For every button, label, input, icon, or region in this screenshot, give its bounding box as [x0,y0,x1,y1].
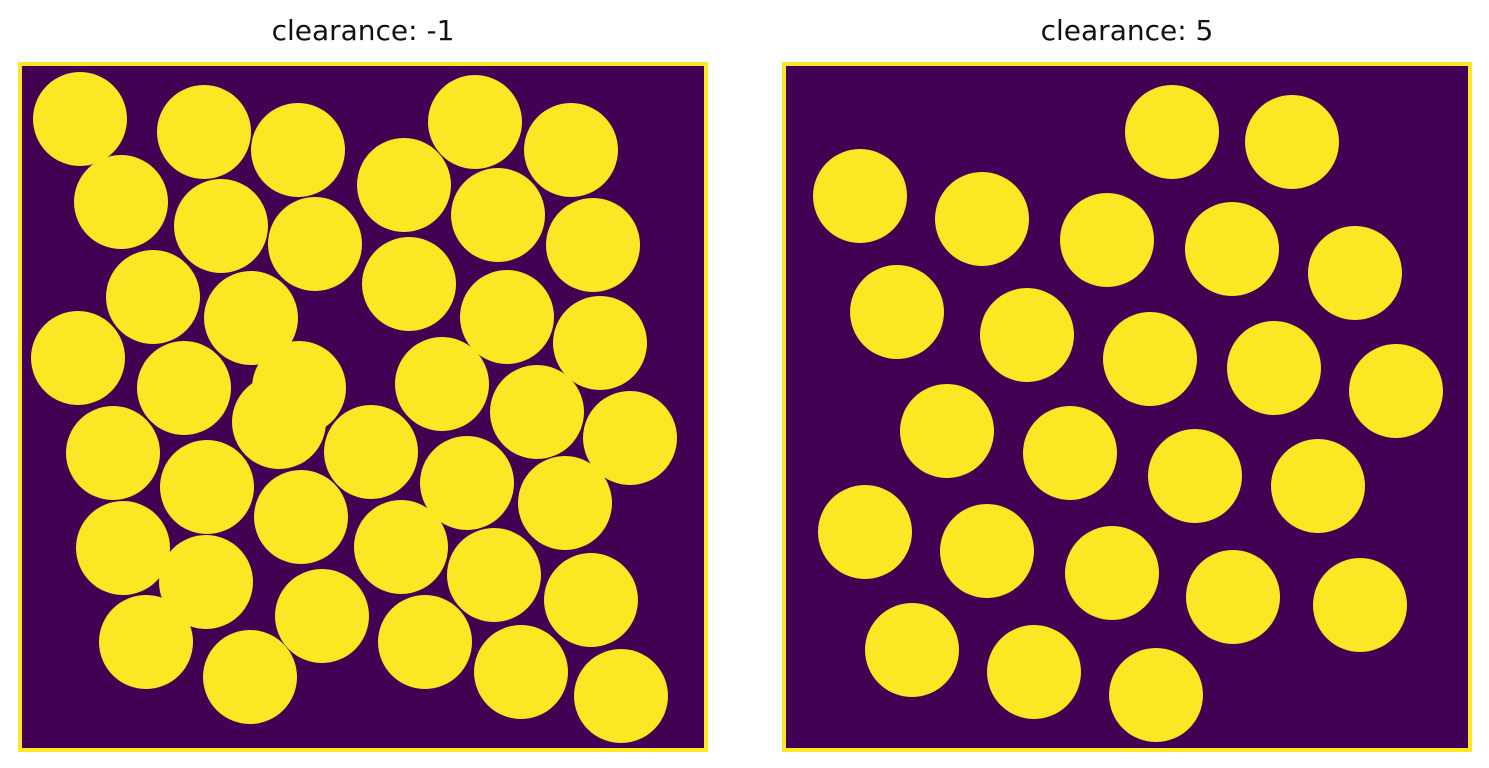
disk [447,528,541,622]
panel-clearance-neg1: clearance: -1 [18,0,708,768]
panel-title: clearance: 5 [1040,14,1214,47]
disk [1227,321,1321,415]
panel-clearance-5: clearance: 5 [782,0,1472,768]
disk [99,595,193,689]
disk [254,470,348,564]
disk [987,625,1081,719]
disk [1148,429,1242,523]
disk-packing-image [782,62,1472,752]
disk [137,341,231,435]
disk [865,603,959,697]
disk [420,436,514,530]
disk [268,197,362,291]
disk [428,75,522,169]
disk [1185,202,1279,296]
disk [850,265,944,359]
panel-title: clearance: -1 [271,14,455,47]
disk [1103,312,1197,406]
disk [204,271,298,365]
disk [518,456,612,550]
disk [76,501,170,595]
disk [354,500,448,594]
disk [174,179,268,273]
disk [813,149,907,243]
disk [474,625,568,719]
disk [275,569,369,663]
disk [1313,558,1407,652]
disk [357,138,451,232]
disk [160,440,254,534]
disk [395,337,489,431]
disk [362,237,456,331]
disk [157,85,251,179]
image-border [18,62,708,752]
disk [544,553,638,647]
disk [980,288,1074,382]
disk [940,504,1034,598]
disk [1060,193,1154,287]
disk [1271,439,1365,533]
disk [1065,526,1159,620]
disk [1125,85,1219,179]
disk [1109,648,1203,742]
disk [490,365,584,459]
disk [451,168,545,262]
disk [251,103,345,197]
disk [935,172,1029,266]
disk [66,406,160,500]
disk [1349,344,1443,438]
disk [378,595,472,689]
image-border [782,62,1472,752]
disk-packing-image [18,62,708,752]
disk [106,250,200,344]
disk [31,311,125,405]
disk [460,270,554,364]
disk [74,155,168,249]
disk [203,630,297,724]
disk [574,649,668,743]
disk [546,198,640,292]
disk [524,103,618,197]
disk [1245,95,1339,189]
disk [900,384,994,478]
disk [33,72,127,166]
disk [159,535,253,629]
disk [1023,406,1117,500]
disk [232,375,326,469]
disk [1308,226,1402,320]
disk [583,391,677,485]
disk [553,296,647,390]
disk [324,405,418,499]
disk [1186,550,1280,644]
disk [818,485,912,579]
